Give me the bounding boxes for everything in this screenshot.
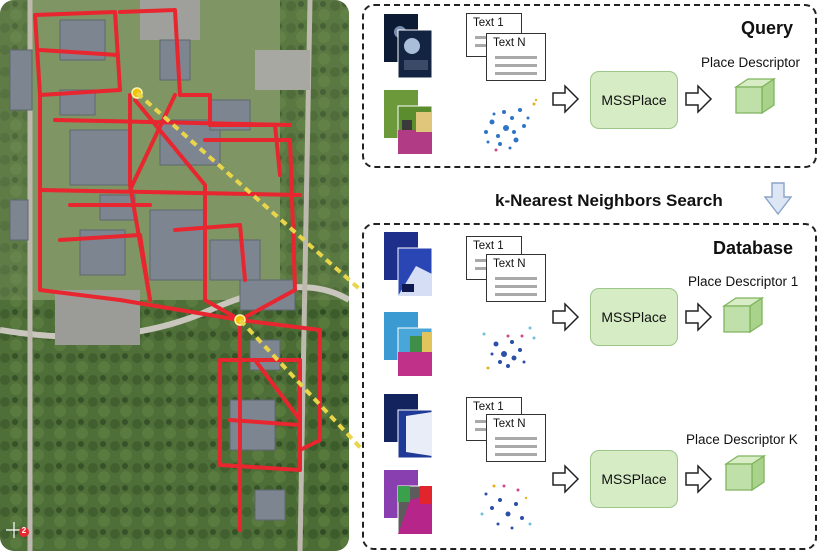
db-entry-k-arrow-out-icon: [685, 464, 713, 494]
db-entry-k-arrow-in-icon: [552, 464, 580, 494]
db-entry-1-arrow-in-icon: [552, 302, 580, 332]
connector-query: [135, 91, 374, 302]
db-entry-k-descriptor-cube-icon: [723, 454, 767, 492]
db-entry-1-arrow-out-icon: [685, 302, 713, 332]
db-entry-k-point-cloud: [480, 484, 532, 530]
db-entry-1-model-label: MSSPlace: [601, 309, 667, 325]
db-entry-1-descriptor-label: Place Descriptor 1: [688, 274, 799, 289]
query-model-box: MSSPlace: [590, 71, 678, 129]
db-entry-k-model-label: MSSPlace: [601, 471, 667, 487]
query-point-cloud: [484, 98, 538, 152]
north-badge-label: 2: [21, 526, 27, 535]
db-entry-k-text-doc-1-label: Text 1: [473, 401, 504, 413]
database-panel: [362, 223, 817, 550]
route-path: [33, 8, 322, 532]
db-entry-1-images: [384, 232, 433, 377]
query-descriptor-cube-icon: [733, 77, 777, 115]
query-rgb-images: [384, 14, 433, 79]
connector-database: [238, 318, 374, 462]
db-entry-1-text-doc-n: Text N: [486, 254, 546, 302]
knn-search-label: k-Nearest Neighbors Search: [495, 191, 723, 210]
query-arrow-out-icon: [685, 84, 713, 114]
query-descriptor-label: Place Descriptor: [701, 55, 801, 70]
aerial-map: 2: [0, 0, 349, 551]
query-text-doc-n: Text N: [486, 33, 546, 81]
db-entry-k-text-doc-n: Text N: [486, 414, 546, 462]
db-entry-k-descriptor-label: Place Descriptor K: [686, 432, 798, 447]
query-arrow-in-icon: [552, 84, 580, 114]
query-model-label: MSSPlace: [601, 92, 667, 108]
db-entry-1-descriptor-cube-icon: [721, 296, 765, 334]
db-entry-k-images: [384, 394, 433, 535]
db-entry-k-text-doc-n-label: Text N: [493, 418, 526, 430]
database-title: Database: [713, 238, 794, 258]
db-entry-1-text-doc-1-label: Text 1: [473, 240, 504, 252]
query-images: [384, 14, 433, 155]
map-canvas: [0, 0, 349, 551]
db-entry-1-point-cloud: [482, 326, 536, 370]
db-entry-1-semantic-images: [384, 312, 433, 377]
db-entry-k-rgb-images: [384, 394, 433, 459]
query-text-doc-n-label: Text N: [493, 37, 526, 49]
db-entry-1-text-doc-n-label: Text N: [493, 258, 526, 270]
db-entry-k-semantic-images: [384, 470, 433, 535]
query-semantic-images: [384, 90, 433, 155]
knn-down-arrow-icon: [764, 182, 792, 216]
query-text-doc-1-label: Text 1: [473, 17, 504, 29]
db-entry-k-model-box: MSSPlace: [590, 450, 678, 508]
query-title: Query: [741, 18, 794, 38]
north-badge: [6, 522, 29, 538]
db-entry-1-rgb-images: [384, 232, 433, 297]
db-entry-1-model-box: MSSPlace: [590, 288, 678, 346]
